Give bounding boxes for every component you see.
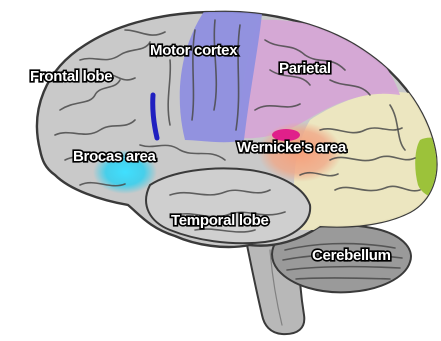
parietal-label: Parietal (279, 60, 331, 77)
cerebellum-label: Cerebellum (312, 247, 391, 264)
frontal-lobe-label: Frontal lobe (30, 68, 112, 85)
temporal-lobe-label: Temporal lobe (171, 212, 269, 229)
motor-cortex-label: Motor cortex (150, 42, 238, 59)
brocas-area-label: Brocas area (73, 148, 157, 165)
wernickes-area-label: Wernicke's area (237, 139, 347, 156)
